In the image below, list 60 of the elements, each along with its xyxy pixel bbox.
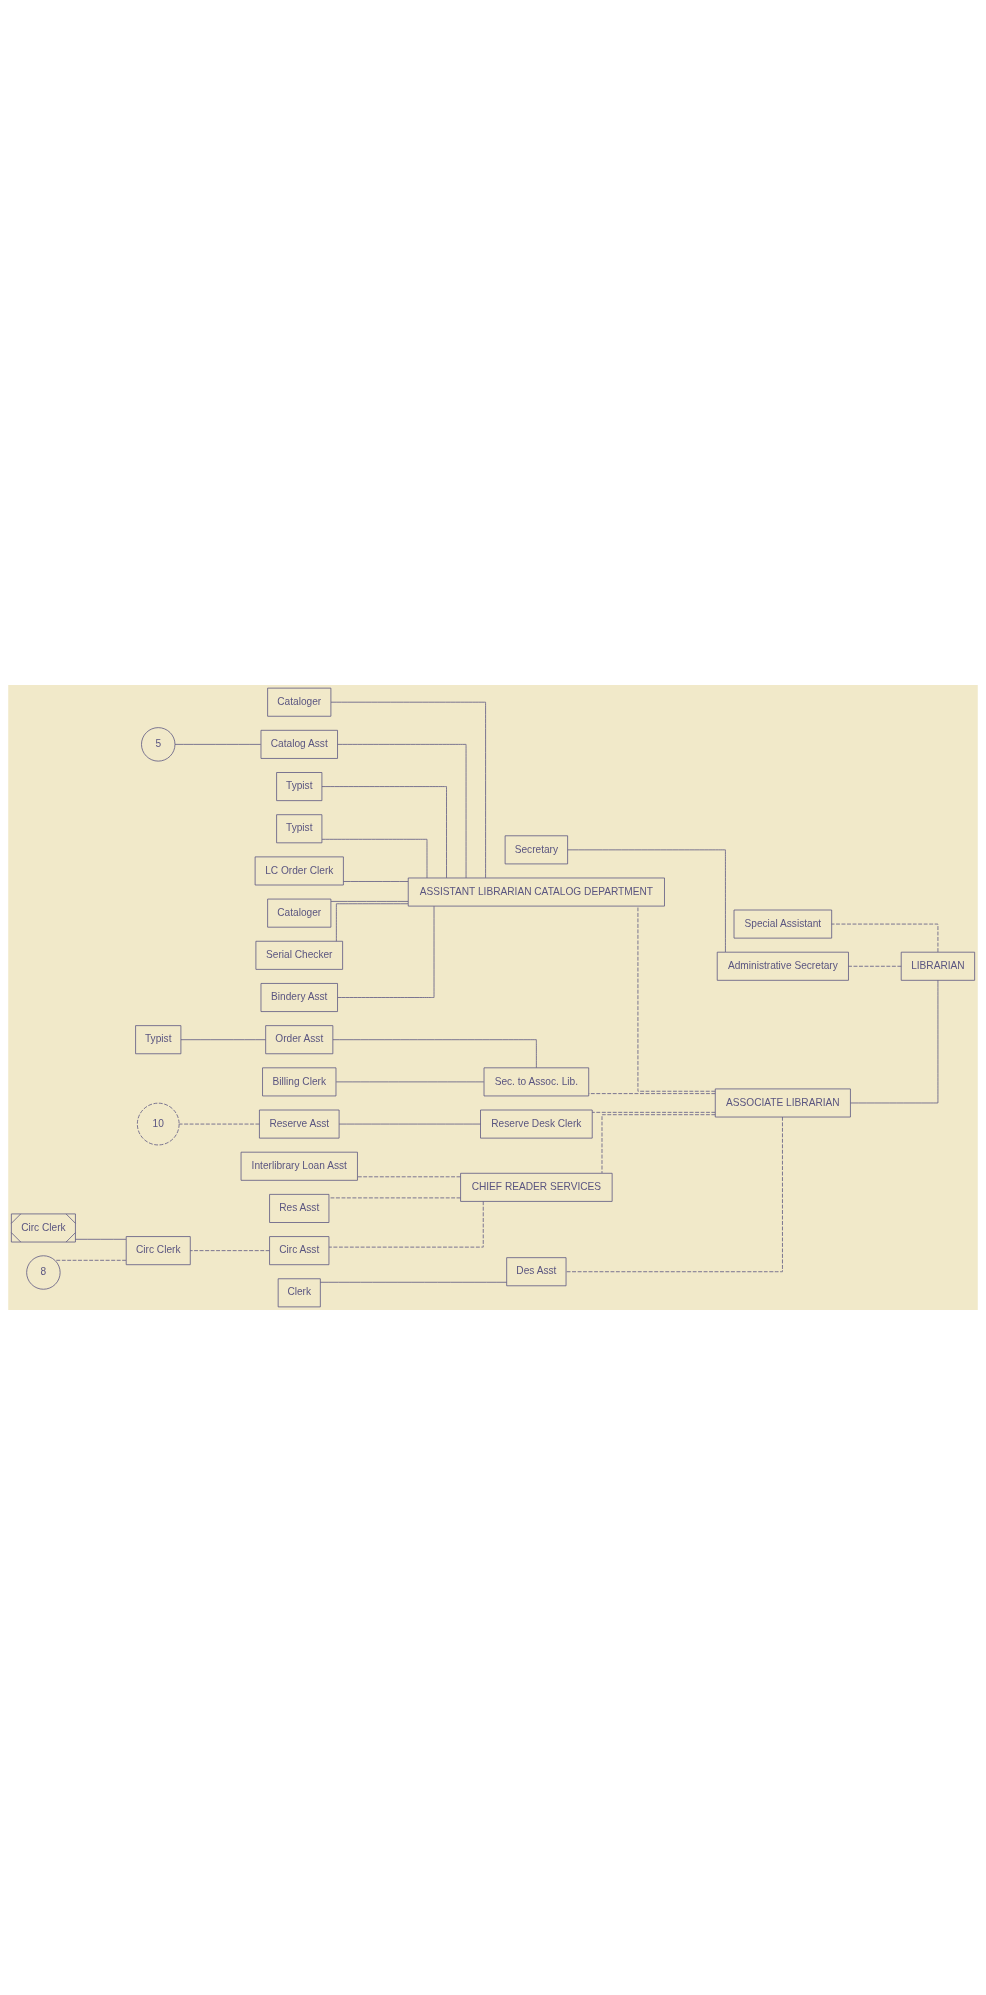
connector <box>335 903 409 942</box>
node-box: Circ Asst <box>269 1236 330 1266</box>
connector <box>180 1039 266 1041</box>
node-box: Catalog Asst <box>260 729 338 759</box>
connector <box>174 744 262 745</box>
node-circle: 10 <box>136 1102 180 1146</box>
node-box: Cataloger <box>267 687 332 717</box>
connector <box>591 1111 716 1113</box>
node-box: LIBRARIAN <box>900 951 976 981</box>
node-box: Des Asst <box>506 1257 567 1287</box>
connector <box>320 1281 507 1283</box>
node-box: CHIEF READER SERVICES <box>460 1172 613 1202</box>
connector <box>335 1081 485 1083</box>
connector <box>637 905 716 1092</box>
node-box: Administrative Secretary <box>716 951 849 981</box>
node-box: ASSISTANT LIBRARIAN CATALOG DEPARTMENT <box>407 877 665 907</box>
connector <box>831 923 939 953</box>
node-box: Typist <box>135 1025 182 1055</box>
node-box: Serial Checker <box>255 940 343 970</box>
node-box: Clerk <box>277 1278 321 1308</box>
node-box: Order Asst <box>265 1025 334 1055</box>
connector <box>601 1114 716 1174</box>
connector <box>337 744 467 879</box>
node-circle: 8 <box>26 1255 61 1290</box>
connector <box>588 1093 716 1094</box>
connector <box>321 786 447 879</box>
connector <box>54 1259 127 1261</box>
connector <box>330 701 486 879</box>
node-box: Interlibrary Loan Asst <box>240 1151 358 1181</box>
node-box: Bindery Asst <box>260 983 338 1012</box>
node-box: Res Asst <box>269 1194 330 1223</box>
node-box: Cataloger <box>267 898 332 928</box>
node-box: Reserve Asst <box>259 1109 340 1139</box>
connector <box>189 1250 270 1252</box>
node-box: Reserve Desk Clerk <box>480 1109 593 1139</box>
connector <box>332 1039 537 1068</box>
connector <box>357 1176 461 1178</box>
node-box: Billing Clerk <box>262 1067 337 1097</box>
connector <box>337 905 435 998</box>
node-box: LC Order Clerk <box>254 856 344 886</box>
connector <box>328 1197 461 1199</box>
node-box: Typist <box>276 772 323 801</box>
connector <box>328 1201 484 1248</box>
connector <box>338 1123 481 1125</box>
node-box: Typist <box>276 814 323 844</box>
node-box: Sec. to Assoc. Lib. <box>483 1067 590 1097</box>
connector <box>848 965 902 967</box>
node-box: Circ Clerk <box>125 1236 191 1266</box>
node-circle: 5 <box>141 727 176 762</box>
node-box: ASSOCIATE LIBRARIAN <box>714 1088 851 1118</box>
connector <box>321 838 428 879</box>
connector <box>565 1116 783 1273</box>
connector <box>343 881 409 882</box>
connector <box>330 901 409 902</box>
connector <box>179 1123 260 1125</box>
node-box: Special Assistant <box>733 909 833 939</box>
connector <box>567 849 726 953</box>
connector <box>75 1238 127 1240</box>
connector <box>850 980 939 1104</box>
node-box: Secretary <box>504 835 568 865</box>
